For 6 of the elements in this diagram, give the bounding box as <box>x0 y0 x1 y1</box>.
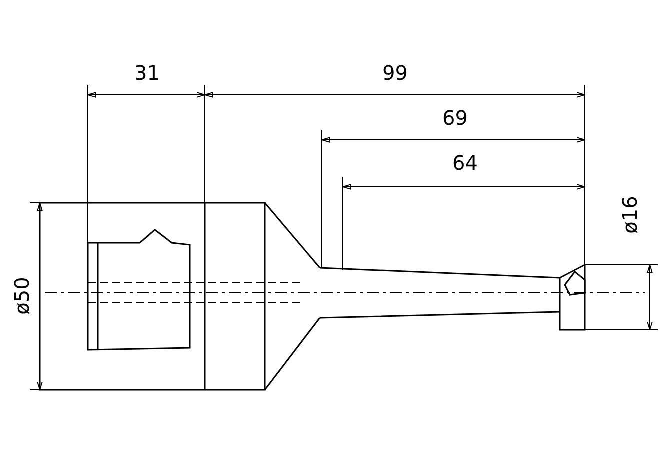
dimension-label: 69 <box>442 107 468 129</box>
dimension-label: ø16 <box>618 196 641 234</box>
dimension-label: ø50 <box>10 277 33 315</box>
dimension-label: 31 <box>134 62 160 84</box>
dimension-label: 99 <box>382 62 408 84</box>
dimension-label: 64 <box>452 152 478 174</box>
